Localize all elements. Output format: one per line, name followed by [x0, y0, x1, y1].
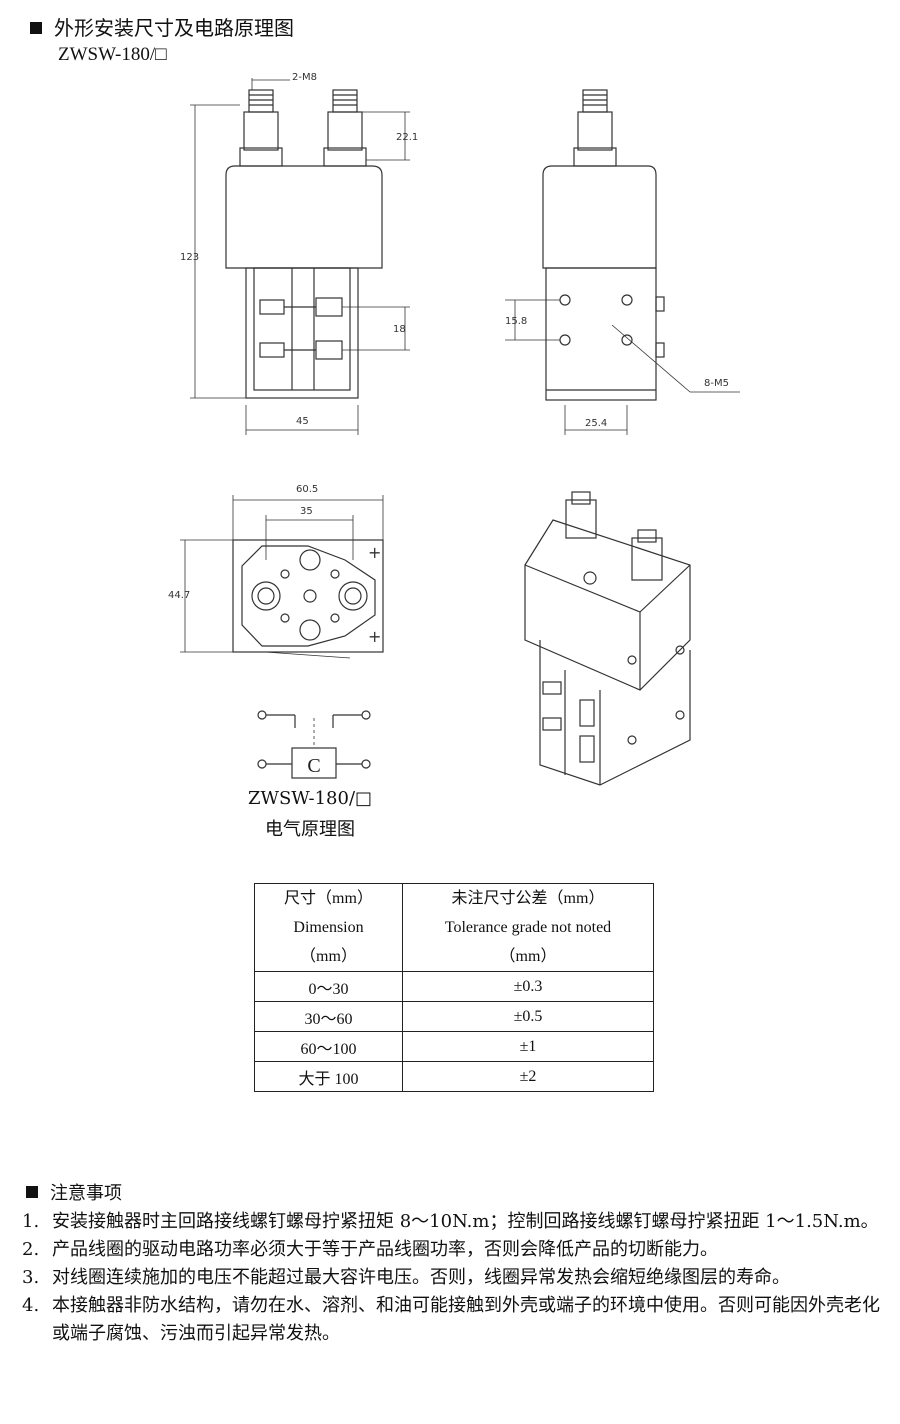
header-tolerance-unit: （mm）: [499, 948, 557, 965]
schematic-caption-model: ZWSW-180/□: [247, 788, 373, 809]
dim-top-terminal-spacing: 35: [300, 506, 313, 517]
header-tolerance: 未注尺寸公差（mm） Tolerance grade not noted （mm…: [402, 883, 654, 972]
tolerance-cell: ±0.3: [402, 971, 654, 1002]
list-item: 2. 产品线圈的驱动电路功率必须大于等于产品线圈功率，否则会降低产品的切断能力。: [22, 1236, 882, 1264]
bullet-square-icon: [26, 1186, 38, 1198]
model-label: ZWSW-180/□: [58, 44, 167, 65]
header-tolerance-en: Tolerance grade not noted: [444, 919, 612, 936]
header-dimension-en: Dimension: [293, 919, 364, 936]
note-text: 本接触器非防水结构，请勿在水、溶剂、和油可能接触到外壳或端子的环境中使用。否则可…: [52, 1295, 880, 1344]
table-row: 大于 100 ±2: [254, 1061, 654, 1092]
list-item: 1. 安装接触器时主回路接线螺钉螺母拧紧扭矩 8～10N.m；控制回路接线螺钉螺母…: [22, 1208, 882, 1236]
range-cell: 0～30: [254, 971, 403, 1002]
dim-top-depth: 44.7: [168, 590, 190, 601]
range-cell: 60～100: [254, 1031, 403, 1062]
notes-list: 1. 安装接触器时主回路接线螺钉螺母拧紧扭矩 8～10N.m；控制回路接线螺钉螺母…: [22, 1208, 882, 1348]
tolerance-table: 尺寸（mm） Dimension （mm） 未注尺寸公差（mm） Toleran…: [254, 883, 654, 1092]
table-row: 0～30 ±0.3: [254, 971, 654, 1002]
note-number: 1.: [22, 1211, 40, 1232]
tolerance-cell: ±1: [402, 1031, 654, 1062]
dim-coil-spacing: 18: [393, 324, 406, 335]
header-dimension-unit: （mm）: [300, 948, 357, 965]
notes-title: 注意事项: [26, 1180, 882, 1208]
header-tolerance-cn: 未注尺寸公差（mm）: [451, 890, 605, 907]
top-view: + +: [180, 495, 384, 659]
notes-section: 注意事项 1. 安装接触器时主回路接线螺钉螺母拧紧扭矩 8～10N.m；控制回路接…: [22, 1180, 882, 1348]
svg-text:+: +: [368, 543, 381, 562]
header-dimension: 尺寸（mm） Dimension （mm）: [254, 883, 403, 972]
note-text: 对线圈连续施加的电压不能超过最大容许电压。否则，线圈异常发热会缩短绝缘图层的寿命…: [52, 1267, 790, 1288]
dim-terminal-thread: 2-M8: [292, 72, 317, 83]
bullet-square-icon: [30, 22, 42, 34]
dim-total-height: 123: [180, 252, 199, 263]
front-view: [190, 78, 410, 435]
dim-top-width: 60.5: [296, 484, 318, 495]
electrical-schematic: C: [257, 710, 371, 779]
note-text: 安装接触器时主回路接线螺钉螺母拧紧扭矩 8～10N.m；控制回路接线螺钉螺母拧紧…: [52, 1211, 879, 1232]
coil-box: [291, 747, 337, 779]
section-title: 外形安装尺寸及电路原理图: [30, 12, 294, 41]
dim-terminal-height: 22.1: [396, 132, 418, 143]
notes-title-text: 注意事项: [50, 1183, 122, 1204]
note-number: 2.: [22, 1239, 40, 1260]
svg-text:+: +: [368, 627, 381, 646]
table-row: 30～60 ±0.5: [254, 1001, 654, 1032]
section-title-text: 外形安装尺寸及电路原理图: [54, 16, 294, 40]
coil-label: C: [307, 755, 320, 777]
note-text: 产品线圈的驱动电路功率必须大于等于产品线圈功率，否则会降低产品的切断能力。: [52, 1239, 718, 1260]
table-row: 60～100 ±1: [254, 1031, 654, 1062]
note-number: 3.: [22, 1267, 40, 1288]
list-item: 4. 本接触器非防水结构，请勿在水、溶剂、和油可能接触到外壳或端子的环境中使用。否…: [22, 1292, 882, 1348]
range-cell: 大于 100: [254, 1061, 403, 1092]
schematic-caption-title: 电气原理图: [265, 819, 355, 840]
dim-side-hole-spacing: 15.8: [505, 316, 527, 327]
dim-body-width: 45: [296, 416, 309, 427]
range-cell: 30～60: [254, 1001, 403, 1032]
note-number: 4.: [22, 1295, 40, 1316]
list-item: 3. 对线圈连续施加的电压不能超过最大容许电压。否则，线圈异常发热会缩短绝缘图层的…: [22, 1264, 882, 1292]
side-view: [505, 89, 740, 435]
tolerance-cell: ±2: [402, 1061, 654, 1092]
dim-side-hole-thread: 8-M5: [704, 378, 729, 389]
isometric-view: [524, 491, 691, 786]
dim-side-hole-width: 25.4: [585, 418, 607, 429]
table-header-row: 尺寸（mm） Dimension （mm） 未注尺寸公差（mm） Toleran…: [254, 883, 654, 972]
technical-drawings: + + 2-M8 22.1 123 18 45 15.8 8-M5 25.4 6…: [168, 72, 740, 786]
header-dimension-cn: 尺寸（mm）: [284, 890, 373, 907]
tolerance-cell: ±0.5: [402, 1001, 654, 1032]
